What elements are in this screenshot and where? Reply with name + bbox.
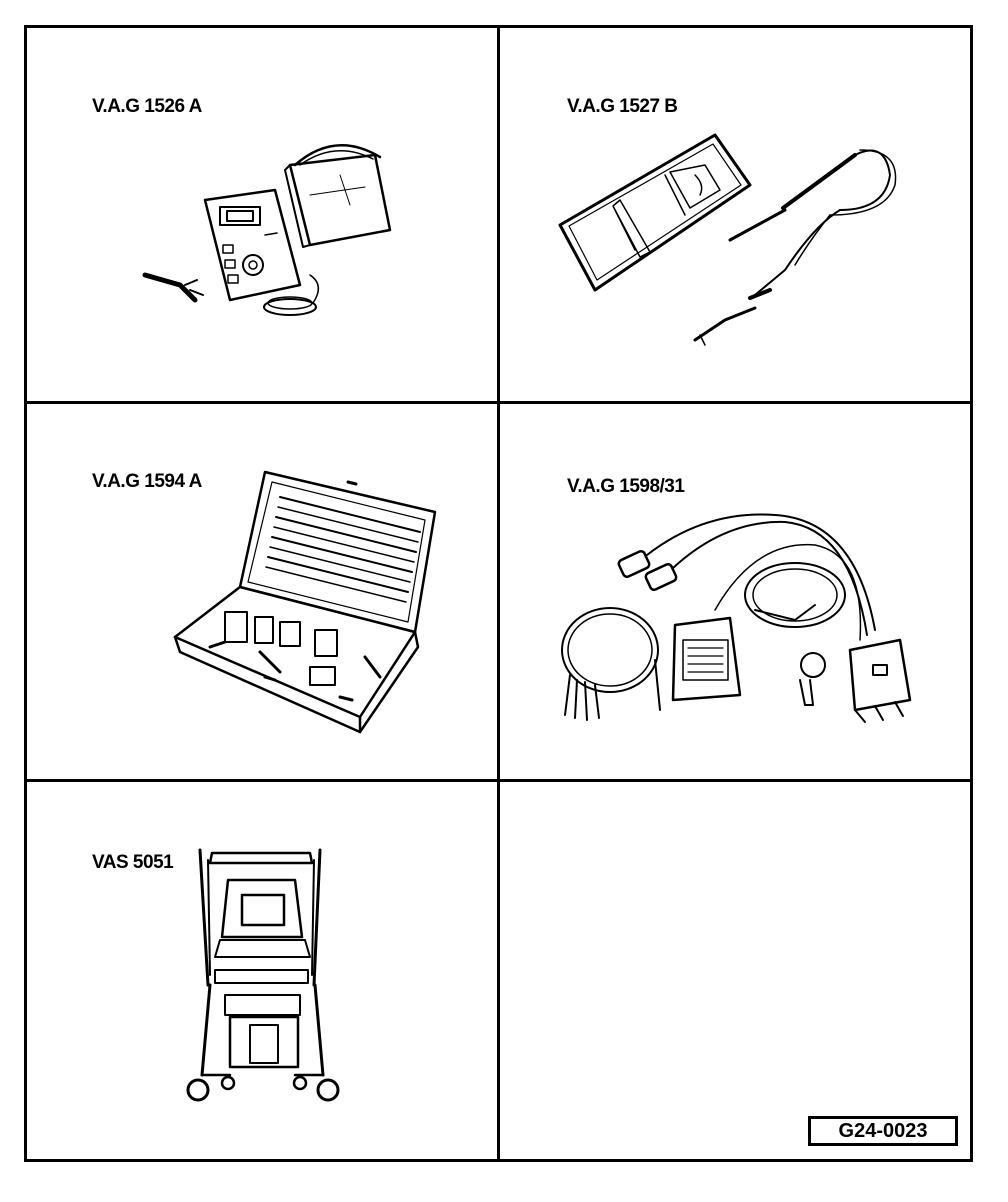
tool-label-vag-1598-31: V.A.G 1598/31 <box>567 476 685 497</box>
tool-label-vag-1526a: V.A.G 1526 A <box>92 96 202 117</box>
grid-divider-row-1 <box>24 401 973 404</box>
voltage-tester-with-leads-icon <box>558 133 897 346</box>
tool-label-vag-1527b: V.A.G 1527 B <box>567 96 678 117</box>
figure-reference-number: G24-0023 <box>808 1116 958 1146</box>
diagnostic-station-cart-icon <box>186 848 340 1102</box>
tool-label-vag-1594a: V.A.G 1594 A <box>92 471 202 492</box>
multimeter-with-case-icon <box>142 144 392 316</box>
grid-divider-vertical <box>497 25 500 1162</box>
grid-divider-row-2 <box>24 779 973 782</box>
adapter-cable-set-case-icon <box>173 470 437 734</box>
tool-label-vas-5051: VAS 5051 <box>92 852 174 873</box>
test-box-adapter-cables-icon <box>561 513 912 723</box>
